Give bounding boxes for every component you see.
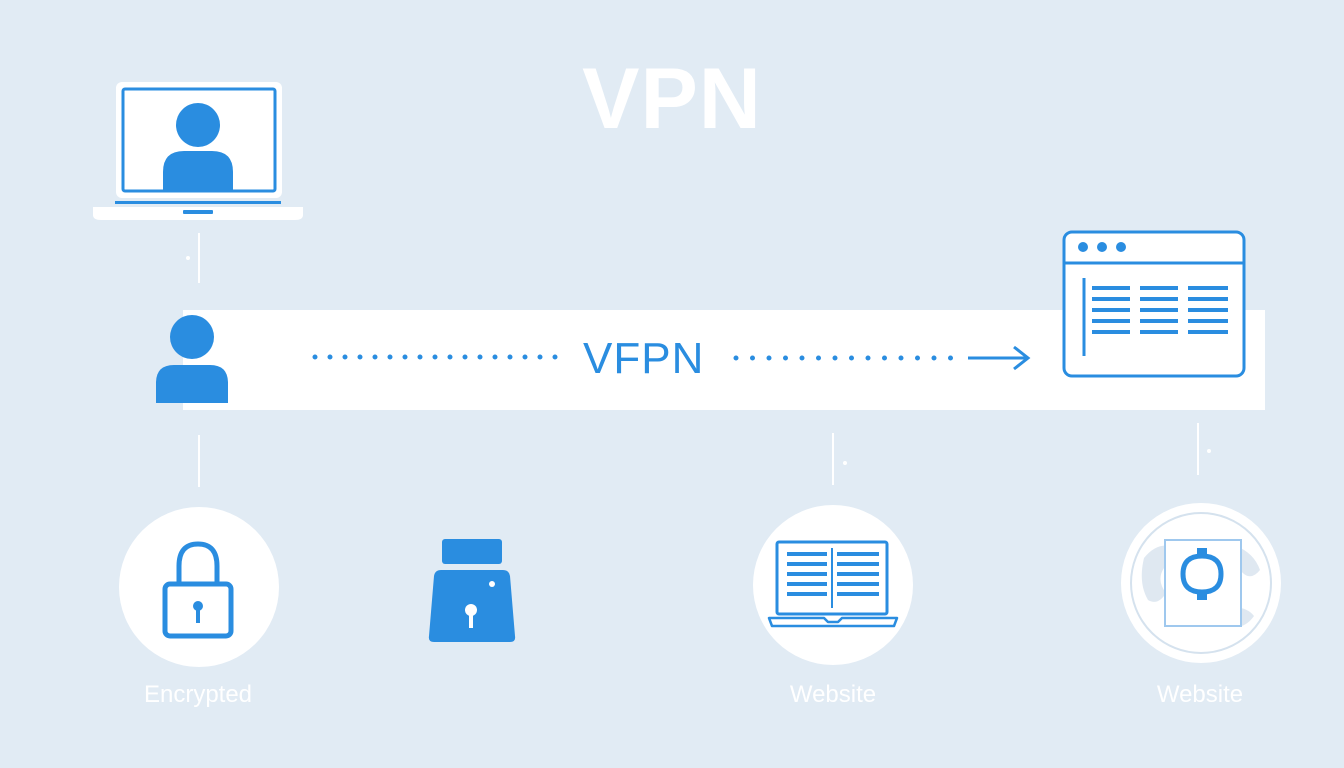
lock-box-icon	[426, 536, 518, 646]
website-globe-caption: Website	[1156, 681, 1244, 708]
laptop-user-icon	[90, 80, 306, 225]
tunnel-label: VFPN	[583, 334, 705, 383]
browser-window-icon	[1060, 228, 1248, 380]
globe-lock-icon	[1126, 508, 1276, 658]
connector-dot	[1207, 449, 1211, 453]
connector-line	[1197, 423, 1199, 475]
website-caption: Website	[789, 681, 877, 708]
tunnel-path-left	[310, 350, 570, 364]
connector-line	[198, 233, 200, 283]
user-icon	[155, 315, 229, 405]
padlock-icon	[160, 538, 236, 642]
tunnel-path-right	[728, 342, 1038, 372]
connector-dot	[843, 461, 847, 465]
connector-line	[198, 435, 200, 487]
encrypted-caption: Encrypted	[143, 681, 253, 708]
connector-dot	[186, 256, 190, 260]
connector-line	[832, 433, 834, 485]
laptop-document-icon	[766, 538, 900, 632]
diagram-title: VPN	[582, 51, 762, 147]
